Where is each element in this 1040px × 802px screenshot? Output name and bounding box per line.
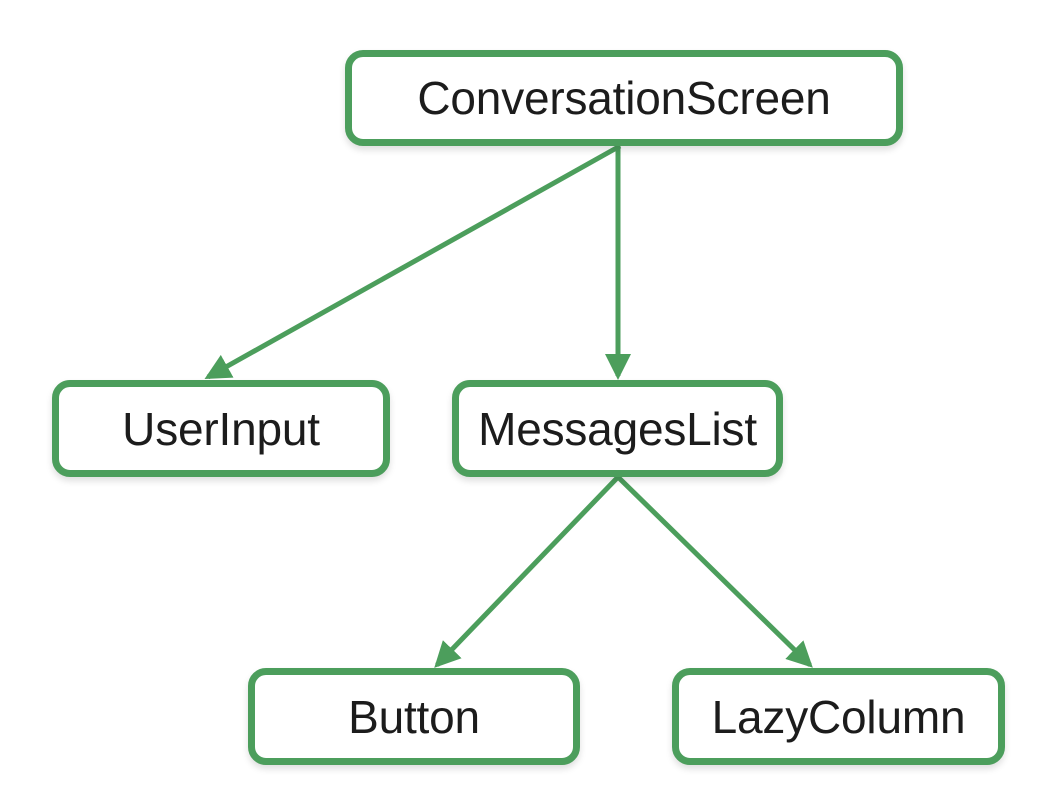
node-userinput[interactable]: UserInput: [52, 380, 390, 477]
edge-conversationscreen-userinput: [204, 143, 622, 380]
node-conversationscreen[interactable]: ConversationScreen: [345, 50, 903, 146]
edge-messageslist-button: [434, 475, 620, 668]
node-label: ConversationScreen: [417, 72, 831, 124]
node-messageslist[interactable]: MessagesList: [452, 380, 783, 477]
node-label: UserInput: [122, 402, 320, 455]
node-label: Button: [348, 690, 480, 743]
edge-messageslist-lazycolumn: [616, 475, 813, 668]
node-lazycolumn[interactable]: LazyColumn: [672, 668, 1005, 765]
node-button[interactable]: Button: [248, 668, 580, 765]
node-label: LazyColumn: [711, 690, 966, 743]
node-label: MessagesList: [478, 402, 757, 455]
